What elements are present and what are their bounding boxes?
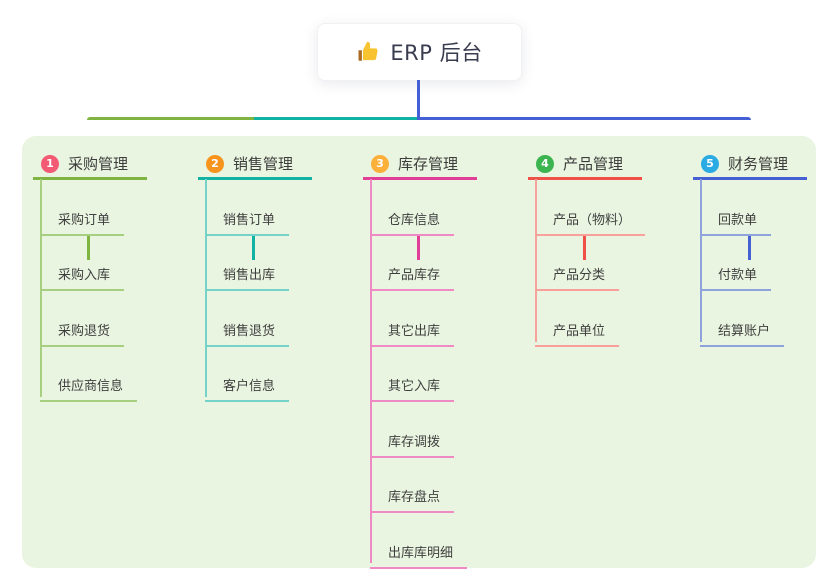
branch-index-badge: 1	[41, 154, 59, 173]
node-item[interactable]: 供应商信息	[40, 356, 138, 402]
node-item[interactable]: 回款单	[700, 190, 772, 236]
branch-header-product[interactable]: 4 产品管理	[528, 150, 642, 180]
root-title: ERP 后台	[390, 41, 483, 65]
node-item[interactable]: 付款单	[700, 245, 772, 291]
branch-label: 财务管理	[728, 155, 789, 173]
thumbs-up-icon	[356, 40, 380, 64]
branches-panel	[22, 136, 816, 568]
branch-purchase: 1 采购管理 采购订单 采购入库 采购退货 供应商信息	[33, 117, 197, 577]
node-item[interactable]: 产品库存	[370, 245, 455, 291]
branch-label: 销售管理	[233, 155, 294, 173]
bus-segment-purchase	[87, 117, 254, 120]
branch-connector-line	[252, 234, 255, 260]
node-item[interactable]: 仓库信息	[370, 190, 455, 236]
node-item[interactable]: 其它入库	[370, 356, 455, 402]
branch-index-badge: 2	[206, 154, 224, 173]
node-item[interactable]: 采购订单	[40, 190, 125, 236]
node-item[interactable]: 销售出库	[205, 245, 290, 291]
node-item[interactable]: 销售退货	[205, 301, 290, 347]
branch-header-inventory[interactable]: 3 库存管理	[363, 150, 477, 180]
branch-label: 采购管理	[68, 155, 129, 173]
bus-segment-sales	[254, 117, 417, 120]
node-item[interactable]: 库存调拨	[370, 412, 455, 458]
node-item[interactable]: 出库库明细	[370, 523, 468, 569]
branch-header-purchase[interactable]: 1 采购管理	[33, 150, 147, 180]
branch-connector-line	[417, 234, 420, 260]
branch-spine-line	[700, 179, 702, 342]
branch-connector-line	[87, 234, 90, 260]
branch-header-finance[interactable]: 5 财务管理	[693, 150, 807, 180]
branch-spine-line	[370, 179, 372, 563]
root-node[interactable]: ERP 后台	[317, 23, 522, 81]
branch-label: 产品管理	[563, 155, 624, 173]
branch-connector-line	[748, 234, 751, 260]
branch-header-sales[interactable]: 2 销售管理	[198, 150, 312, 180]
node-item[interactable]: 其它出库	[370, 301, 455, 347]
node-item[interactable]: 产品单位	[535, 301, 620, 347]
node-item[interactable]: 销售订单	[205, 190, 290, 236]
branch-index-badge: 3	[371, 154, 389, 173]
branch-spine-line	[535, 179, 537, 342]
node-item[interactable]: 结算账户	[700, 301, 785, 347]
root-connector-line	[417, 80, 420, 118]
node-item[interactable]: 产品分类	[535, 245, 620, 291]
branch-inventory: 3 库存管理 仓库信息 产品库存 其它出库 其它入库 库存调拨 库存盘点 出库库…	[363, 117, 527, 577]
branch-index-badge: 5	[701, 154, 719, 173]
branch-connector-line	[583, 234, 586, 260]
node-item[interactable]: 产品（物料）	[535, 190, 646, 236]
branch-product: 4 产品管理 产品（物料） 产品分类 产品单位	[528, 117, 692, 577]
node-item[interactable]: 采购退货	[40, 301, 125, 347]
branch-label: 库存管理	[398, 155, 459, 173]
node-item[interactable]: 库存盘点	[370, 467, 455, 513]
node-item[interactable]: 采购入库	[40, 245, 125, 291]
branch-sales: 2 销售管理 销售订单 销售出库 销售退货 客户信息	[198, 117, 362, 577]
branch-finance: 5 财务管理 回款单 付款单 结算账户	[693, 117, 839, 577]
branch-spine-line	[40, 179, 42, 397]
bus-segment-finance	[417, 117, 751, 120]
branch-spine-line	[205, 179, 207, 397]
node-item[interactable]: 客户信息	[205, 356, 290, 402]
branch-index-badge: 4	[536, 154, 554, 173]
